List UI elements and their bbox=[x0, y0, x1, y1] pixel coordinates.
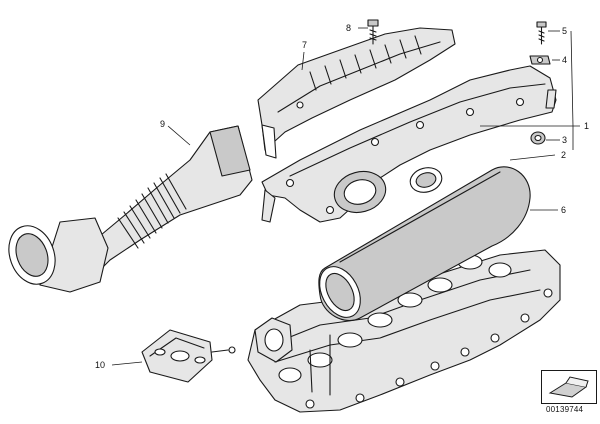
folded-sheet-icon bbox=[548, 376, 589, 398]
leader-lines bbox=[111, 27, 580, 366]
callout-8: 8 bbox=[346, 23, 351, 33]
callout-4: 4 bbox=[562, 55, 567, 65]
callout-2: 2 bbox=[561, 150, 566, 160]
clip-nut-part-4 bbox=[529, 55, 551, 65]
grommet-part-3 bbox=[530, 131, 546, 145]
callout-labels: 1 2 3 4 5 6 7 8 9 10 bbox=[95, 23, 589, 370]
intake-manifold bbox=[247, 249, 561, 413]
callout-6: 6 bbox=[561, 205, 566, 215]
callout-5: 5 bbox=[562, 26, 567, 36]
resonator-cylinder bbox=[318, 166, 531, 322]
callout-1: 1 bbox=[584, 121, 589, 131]
intake-cover bbox=[261, 65, 557, 223]
callout-9: 9 bbox=[160, 119, 165, 129]
duct-cover-ribs bbox=[309, 35, 422, 91]
callout-3: 3 bbox=[562, 135, 567, 145]
document-number: 00139744 bbox=[546, 405, 584, 414]
screw-part-5 bbox=[536, 21, 547, 45]
callout-7: 7 bbox=[302, 40, 307, 50]
mounting-bracket bbox=[141, 329, 236, 383]
manifold-ports bbox=[278, 254, 512, 383]
intake-ring bbox=[409, 167, 443, 193]
screw-part-8 bbox=[367, 19, 379, 45]
document-corner-icon bbox=[541, 370, 597, 404]
upper-duct-cover bbox=[257, 27, 456, 159]
hose-bellows bbox=[117, 173, 187, 249]
callout-10: 10 bbox=[95, 360, 105, 370]
flexible-intake-hose bbox=[8, 125, 253, 293]
